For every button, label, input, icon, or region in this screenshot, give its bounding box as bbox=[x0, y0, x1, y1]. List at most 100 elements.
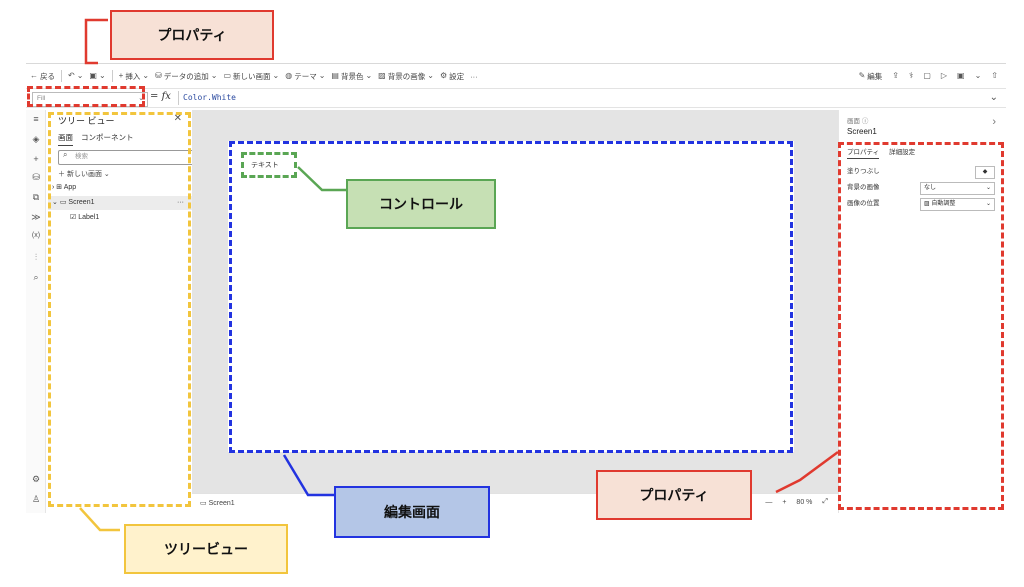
play-icon[interactable]: ▷ bbox=[940, 71, 948, 80]
more-button[interactable]: ··· bbox=[470, 71, 478, 81]
undo-icon: ↶ bbox=[68, 71, 75, 80]
connector-edit-screen bbox=[282, 454, 334, 497]
expand-formula-icon[interactable]: ⌄ bbox=[989, 92, 998, 103]
fit-to-window-icon[interactable]: ⤢ bbox=[822, 498, 828, 505]
plus-icon[interactable]: + bbox=[33, 154, 39, 164]
database-icon: ⛁ bbox=[155, 71, 162, 80]
properties-header: 画面 ⓘ bbox=[847, 118, 869, 125]
tab-advanced[interactable]: 詳細設定 bbox=[889, 149, 916, 156]
label-icon: ☑ bbox=[70, 214, 77, 221]
insert-button[interactable]: +挿入⌄ bbox=[118, 71, 150, 81]
chevron-down-icon: ⌄ bbox=[985, 201, 991, 207]
chevron-right-icon[interactable]: › bbox=[992, 116, 996, 128]
connector-control bbox=[297, 166, 346, 192]
palette-icon: ◍ bbox=[285, 71, 293, 80]
help-icon[interactable]: ⓘ bbox=[861, 118, 869, 125]
publish-icon[interactable]: ⇧ bbox=[991, 71, 998, 80]
color-fill-icon: ▤ bbox=[331, 71, 339, 80]
stethoscope-icon[interactable]: ⚕ bbox=[908, 71, 914, 80]
property-image-position: 画像の位置 ▨ 自動調整⌄ bbox=[847, 198, 999, 211]
callout-edit-screen: 編集画面 bbox=[334, 486, 490, 538]
highlight-control bbox=[241, 152, 297, 178]
tab-screens[interactable]: 画面 bbox=[58, 132, 73, 146]
variables-icon[interactable]: (x) bbox=[31, 232, 41, 239]
hamburger-icon[interactable]: ≡ bbox=[33, 114, 39, 124]
image-icon: ▨ bbox=[924, 201, 930, 207]
comment-icon[interactable]: ▢ bbox=[923, 71, 931, 80]
tree-item-screen1[interactable]: ⌄ ▭ Screen1 ··· bbox=[48, 196, 196, 210]
tab-properties[interactable]: プロパティ bbox=[847, 146, 880, 159]
undo-button[interactable]: ↶⌄ bbox=[68, 72, 83, 80]
chevron-down-icon: ⌄ bbox=[52, 199, 58, 206]
theme-button[interactable]: ◍テーマ⌄ bbox=[285, 71, 326, 81]
plus-icon: ＋ bbox=[58, 171, 65, 178]
database-icon[interactable]: ⛁ bbox=[32, 172, 40, 182]
screen-icon: ▭ bbox=[223, 71, 232, 80]
settings-button[interactable]: ⚙設定 bbox=[439, 71, 465, 81]
flow-icon[interactable]: ≫ bbox=[31, 212, 41, 222]
chevron-down-icon: ⌄ bbox=[272, 71, 280, 80]
paint-bucket-icon: ◆ bbox=[982, 169, 988, 175]
label1-control[interactable]: テキスト bbox=[251, 162, 279, 169]
fx-icon: = fx bbox=[150, 91, 171, 102]
search-icon[interactable]: ⌕ bbox=[33, 272, 39, 282]
account-icon[interactable]: ♙ bbox=[31, 494, 41, 504]
close-icon[interactable]: ✕ bbox=[173, 113, 182, 124]
chevron-down-icon[interactable]: ⌄ bbox=[974, 71, 982, 80]
tab-components[interactable]: コンポーネント bbox=[81, 133, 134, 142]
chevron-right-icon: › bbox=[52, 184, 55, 191]
callout-tree-view: ツリービュー bbox=[124, 524, 288, 574]
property-background-image: 背景の画像 なし⌄ bbox=[847, 182, 999, 195]
zoom-out-button[interactable]: — bbox=[765, 498, 773, 506]
image-position-dropdown[interactable]: ▨ 自動調整⌄ bbox=[920, 198, 995, 211]
zoom-in-button[interactable]: + bbox=[782, 498, 787, 506]
left-rail: ≡ ◈ + ⛁ ⧉ ≫ (x) ⫶ ⌕ ⚙ ♙ bbox=[26, 110, 46, 513]
background-image-button[interactable]: ▨背景の画像⌄ bbox=[378, 71, 434, 81]
more-options-icon[interactable]: ··· bbox=[177, 199, 184, 206]
back-button[interactable]: ←戻る bbox=[30, 71, 55, 81]
current-screen[interactable]: ▭ Screen1 bbox=[200, 500, 235, 507]
property-fill: 塗りつぶし ◆ bbox=[847, 166, 999, 179]
connector-properties-top bbox=[84, 18, 108, 65]
toolbar-right: ✎編集 ⇪ ⚕ ▢ ▷ ▣ ⌄ ⇧ bbox=[859, 71, 1004, 82]
chevron-down-icon: ⌄ bbox=[76, 71, 84, 80]
new-screen-button[interactable]: ▭新しい画面⌄ bbox=[223, 71, 280, 81]
chevron-down-icon: ⌄ bbox=[138, 95, 144, 102]
plus-icon: + bbox=[118, 71, 124, 80]
tools-icon[interactable]: ⫶ bbox=[34, 252, 38, 262]
tree-item-app[interactable]: › ⊞ App bbox=[52, 184, 77, 191]
screen-icon: ▭ bbox=[59, 199, 67, 206]
tree-item-label1[interactable]: ☑ Label1 bbox=[70, 214, 100, 221]
screen1-canvas[interactable] bbox=[228, 141, 794, 452]
formula-input[interactable]: Color.White bbox=[178, 91, 993, 105]
app-icon: ⊞ bbox=[56, 184, 63, 191]
media-icon[interactable]: ⧉ bbox=[32, 192, 40, 202]
chevron-down-icon: ⌄ bbox=[365, 71, 373, 80]
chevron-down-icon: ⌄ bbox=[427, 71, 434, 80]
fill-color-picker[interactable]: ◆ bbox=[975, 166, 995, 179]
zoom-level: 80 % bbox=[796, 498, 813, 506]
gear-icon[interactable]: ⚙ bbox=[31, 474, 41, 484]
callout-control: コントロール bbox=[346, 179, 496, 229]
new-screen-button[interactable]: ＋ 新しい画面 ⌄ bbox=[58, 171, 110, 178]
screen-icon: ▭ bbox=[200, 500, 207, 507]
zoom-control: — + 80 % ⤢ bbox=[765, 498, 828, 506]
callout-properties-bottom: プロパティ bbox=[596, 470, 752, 520]
chevron-down-icon: ⌄ bbox=[103, 171, 110, 178]
pencil-icon: ✎ bbox=[858, 71, 866, 80]
image-icon: ▨ bbox=[378, 71, 386, 80]
paste-button[interactable]: ▣⌄ bbox=[89, 72, 105, 80]
background-image-dropdown[interactable]: なし⌄ bbox=[920, 182, 995, 195]
add-data-button[interactable]: ⛁データの追加⌄ bbox=[155, 71, 218, 81]
layers-icon[interactable]: ◈ bbox=[32, 134, 40, 144]
background-color-button[interactable]: ▤背景色⌄ bbox=[331, 71, 373, 81]
connector-tree-view bbox=[79, 507, 120, 532]
command-bar: ←戻る ↶⌄ ▣⌄ +挿入⌄ ⛁データの追加⌄ ▭新しい画面⌄ ◍テーマ⌄ ▤背… bbox=[30, 65, 1004, 87]
edit-button[interactable]: ✎編集 bbox=[858, 71, 883, 81]
save-icon[interactable]: ▣ bbox=[957, 71, 965, 80]
chevron-down-icon: ⌄ bbox=[98, 71, 106, 80]
tree-view-tabs: 画面 コンポーネント bbox=[58, 132, 134, 146]
share-icon[interactable]: ⇪ bbox=[892, 71, 899, 80]
tree-view-panel: ツリー ビュー ✕ 画面 コンポーネント ⌕ 検索 ＋ 新しい画面 ⌄ › ⊞ … bbox=[48, 110, 200, 506]
